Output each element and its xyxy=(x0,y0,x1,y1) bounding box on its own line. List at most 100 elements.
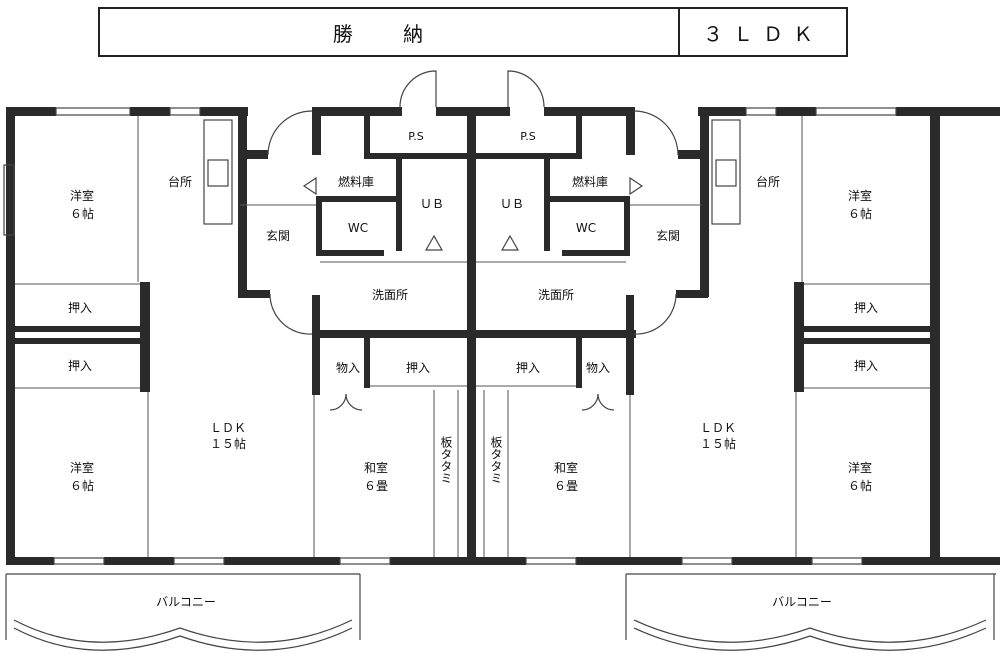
step-triangle xyxy=(424,234,444,251)
wall xyxy=(626,107,635,155)
door-swing xyxy=(399,70,437,108)
japanese-room-size: ６畳 xyxy=(364,479,388,493)
wall xyxy=(576,107,582,159)
balcony-label: バルコニー xyxy=(156,595,216,609)
window xyxy=(811,557,863,565)
wall xyxy=(6,107,56,116)
ldk-label: ＬＤＫ xyxy=(700,421,736,435)
wall xyxy=(548,196,630,202)
window xyxy=(3,164,15,236)
wall xyxy=(140,282,150,392)
unit-left xyxy=(3,70,476,651)
door-swing xyxy=(267,110,313,156)
building-name: 勝 納 xyxy=(100,9,680,55)
closet-label: 押入 xyxy=(68,301,92,315)
ldk-size: １５帖 xyxy=(700,436,736,451)
wall xyxy=(238,150,268,159)
door-swing xyxy=(345,393,363,411)
wall xyxy=(476,557,526,565)
entrance-label: 玄関 xyxy=(266,228,290,243)
western-room-size: ６帖 xyxy=(70,206,94,221)
kitchen-counter xyxy=(711,119,741,225)
wall xyxy=(312,107,321,155)
stove xyxy=(207,159,229,187)
wall xyxy=(862,557,1000,565)
western-room-label: 洋室 xyxy=(70,188,94,203)
door-swing xyxy=(329,393,347,411)
japanese-room-label: 和室 xyxy=(364,460,388,475)
window xyxy=(525,557,577,565)
wall xyxy=(396,159,402,251)
wall xyxy=(130,107,170,116)
door-swing xyxy=(597,393,615,411)
wall xyxy=(224,557,340,565)
wall xyxy=(238,290,270,298)
wall xyxy=(6,338,148,344)
balcony-curve xyxy=(633,619,987,643)
fuel-store-label: 燃料庫 xyxy=(338,174,374,189)
wall xyxy=(6,326,148,332)
kitchen-label: 台所 xyxy=(168,174,192,189)
kitchen-label: 台所 xyxy=(756,174,780,189)
wall xyxy=(700,107,709,297)
closet-label: 押入 xyxy=(406,361,430,375)
arrow-triangle xyxy=(629,176,644,196)
japanese-room-label: 和室 xyxy=(554,460,578,475)
arrow-triangle xyxy=(302,176,317,196)
wall xyxy=(6,107,15,564)
wall xyxy=(312,107,402,116)
wall xyxy=(776,107,816,116)
wall xyxy=(732,557,812,565)
closet-label: 押入 xyxy=(854,359,878,373)
board-tatami-label: 板タタミ xyxy=(489,436,503,484)
door-swing xyxy=(581,393,599,411)
wall xyxy=(544,159,550,251)
wall xyxy=(676,290,708,298)
wall xyxy=(476,153,582,159)
wall xyxy=(798,338,934,344)
kitchen-counter xyxy=(203,119,233,225)
wall xyxy=(896,107,1000,116)
wc-label: WC xyxy=(348,221,368,235)
window xyxy=(339,557,391,565)
window xyxy=(55,107,131,116)
washroom-label: 洗面所 xyxy=(372,288,408,302)
board-tatami-label: 板タタミ xyxy=(439,436,453,484)
wall xyxy=(798,326,934,332)
wall xyxy=(476,107,510,116)
wall xyxy=(626,295,634,395)
wall xyxy=(104,557,174,565)
wall xyxy=(794,282,804,392)
ps-label: P.S xyxy=(408,130,423,143)
layout-type: ３ＬＤＫ xyxy=(703,21,823,46)
wall xyxy=(678,150,708,159)
western-room-label: 洋室 xyxy=(848,188,872,203)
balcony-curve xyxy=(633,627,987,651)
wall xyxy=(316,196,322,256)
wall xyxy=(238,107,247,297)
ps-label: P.S xyxy=(520,130,535,143)
wall xyxy=(364,107,370,159)
ub-label: ＵＢ xyxy=(420,197,444,211)
balcony-curve xyxy=(13,619,353,643)
wall xyxy=(316,250,384,256)
ldk-label: ＬＤＫ xyxy=(210,421,246,435)
window xyxy=(173,557,225,565)
wall xyxy=(6,557,54,565)
balcony-curve xyxy=(13,627,353,651)
storage-label: 物入 xyxy=(586,361,610,375)
wall xyxy=(364,338,370,388)
door-swing xyxy=(633,293,677,335)
window xyxy=(53,557,105,565)
wall xyxy=(316,196,398,202)
western-room-label: 洋室 xyxy=(848,460,872,475)
wall xyxy=(576,338,582,388)
western-room-size: ６帖 xyxy=(70,478,94,493)
balcony-label: バルコニー xyxy=(772,595,832,609)
western-room-size: ６帖 xyxy=(848,478,872,493)
wall xyxy=(624,196,630,256)
wall xyxy=(390,557,476,565)
ub-label: ＵＢ xyxy=(500,197,524,211)
wall xyxy=(312,330,476,338)
